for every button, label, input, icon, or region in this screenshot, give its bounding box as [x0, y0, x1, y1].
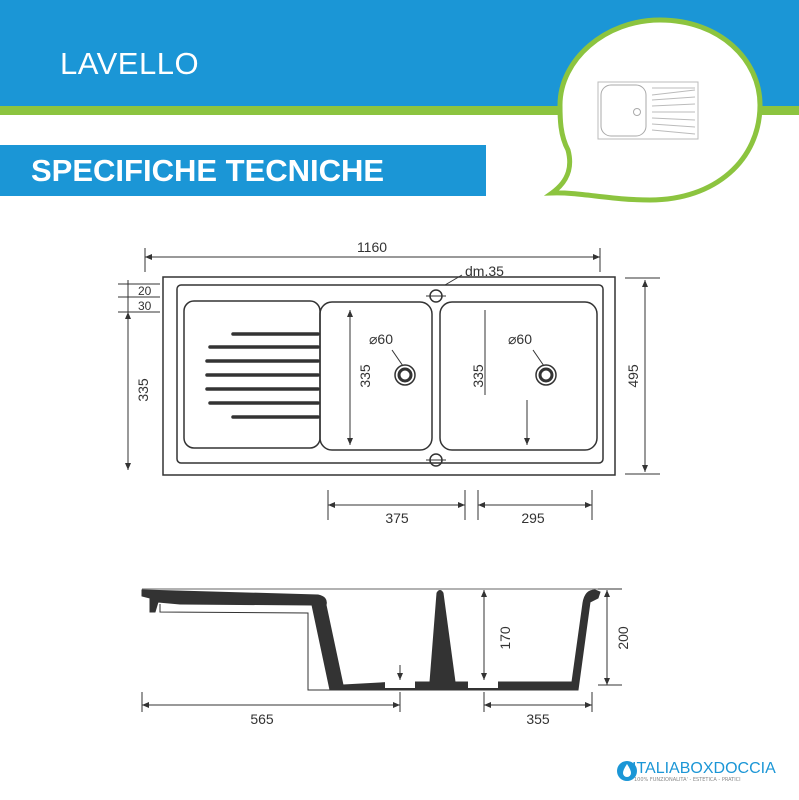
brand-logo: ITALIABOXDOCCIA 100% FUNZIONALITA' - EST…: [612, 758, 776, 783]
section-banner: SPECIFICHE TECNICHE: [0, 145, 486, 196]
section-title: SPECIFICHE TECNICHE: [31, 153, 385, 188]
dim-margin-20: 20: [138, 284, 152, 298]
dim-section-bowl-width: 355: [526, 711, 550, 727]
sink-thumbnail-bubble: [543, 17, 763, 203]
dim-bowl-depth: 170: [497, 626, 513, 650]
dim-drain2: ⌀60: [508, 331, 532, 347]
sink-section-view: [141, 588, 601, 691]
dim-drainboard-width: 565: [250, 711, 274, 727]
logo-drop-icon: [617, 761, 637, 781]
dim-bowl2-height: 335: [470, 364, 486, 388]
dim-bowl1-width: 375: [385, 510, 409, 526]
dim-bowl1-height: 335: [357, 364, 373, 388]
dim-drain1: ⌀60: [369, 331, 393, 347]
page-title: LAVELLO: [60, 46, 200, 81]
logo-text-italia: ITALIA: [632, 760, 680, 777]
dim-overall-depth: 495: [625, 364, 641, 388]
dim-overall-height: 200: [615, 626, 631, 650]
logo-text-boxdoccia: BOXDOCCIA: [679, 760, 776, 777]
sink-top-view: [162, 274, 616, 476]
dim-tap-hole: dm.35: [465, 263, 504, 279]
section-dimension-lines: [141, 588, 622, 712]
logo-tagline: 100% FUNZIONALITA' - ESTETICA - PRATICI: [634, 777, 741, 783]
top-view-dimension-lines: [118, 248, 660, 520]
header-accent-line: [0, 106, 799, 115]
dim-overall-width: 1160: [357, 239, 387, 255]
dim-bowl2-width: 295: [521, 510, 545, 526]
dim-left-height: 335: [135, 378, 151, 402]
dim-margin-30: 30: [138, 299, 152, 313]
